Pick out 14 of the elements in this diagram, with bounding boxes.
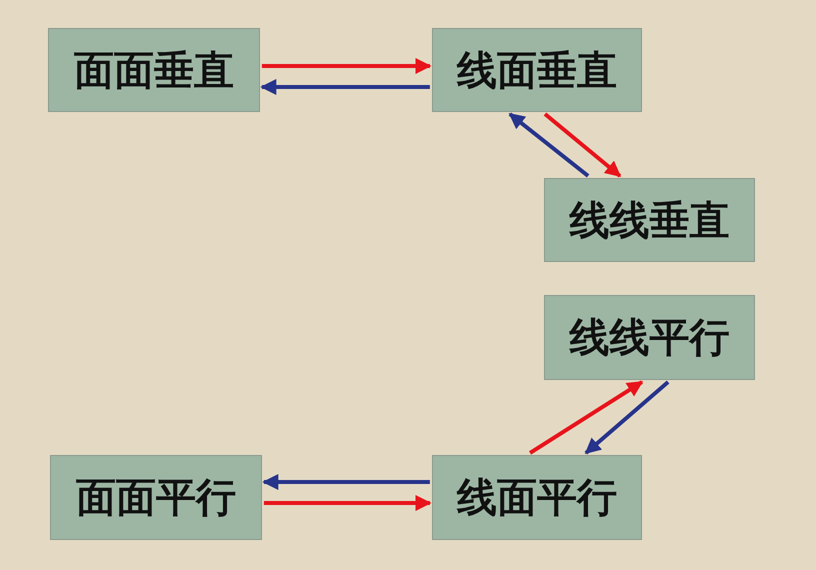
arrow	[262, 58, 432, 74]
arrow	[260, 78, 430, 95]
concept-box: 线面平行	[432, 455, 642, 540]
arrow	[584, 380, 670, 454]
arrow	[262, 474, 430, 490]
concept-box: 线线垂直	[544, 178, 755, 262]
arrow	[508, 112, 590, 178]
arrow	[529, 380, 644, 455]
arrow	[264, 495, 432, 512]
arrow	[544, 112, 622, 178]
concept-box: 面面垂直	[48, 28, 260, 112]
concept-box: 线线平行	[544, 295, 755, 380]
concept-box: 面面平行	[50, 455, 262, 540]
concept-box: 线面垂直	[432, 28, 642, 112]
